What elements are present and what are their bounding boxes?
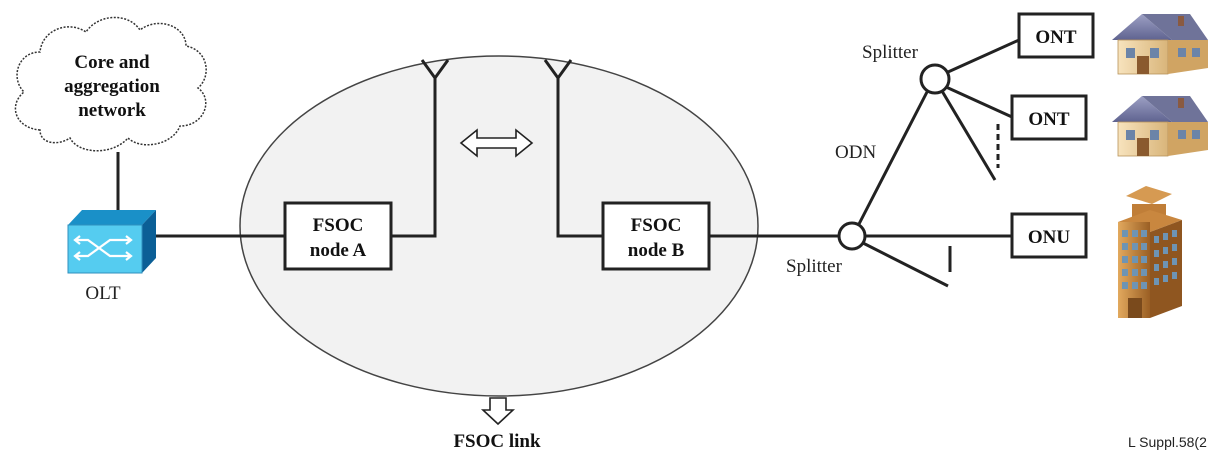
ont-2-box bbox=[1010, 94, 1088, 141]
node-a-box bbox=[283, 201, 393, 271]
onu: ONU bbox=[1010, 212, 1088, 259]
node-a-line1: FSOC bbox=[313, 215, 364, 236]
ont-2: ONT bbox=[1010, 94, 1088, 141]
splitter-bottom-label: Splitter bbox=[786, 256, 843, 277]
onu-box bbox=[1010, 212, 1088, 259]
fsoc-node-a: FSOC node A bbox=[283, 201, 393, 271]
splitter-bottom: Splitter bbox=[786, 221, 867, 277]
ont-1-label: ONT bbox=[1035, 27, 1077, 48]
node-b-line2: node B bbox=[628, 240, 685, 261]
splitter-top-branch bbox=[940, 90, 997, 181]
splitter-top-label: Splitter bbox=[862, 42, 919, 63]
node-b-line1: FSOC bbox=[631, 215, 682, 236]
ont-1-box bbox=[1017, 12, 1095, 59]
house-icon bbox=[1112, 14, 1208, 75]
node-a-antenna bbox=[391, 59, 450, 238]
bidirectional-arrow bbox=[459, 128, 534, 158]
fsoc-node-b: FSOC node B bbox=[601, 201, 711, 271]
olt-label: OLT bbox=[85, 283, 121, 304]
odn-trunk bbox=[857, 91, 929, 225]
onu-label: ONU bbox=[1028, 227, 1071, 248]
splitter-ont2-link bbox=[945, 85, 1013, 119]
fsoc-link-pointer-arrow bbox=[480, 397, 516, 426]
cloud-text-line3: network bbox=[78, 100, 146, 121]
odn-label: ODN bbox=[835, 142, 876, 163]
ont-1: ONT bbox=[1017, 12, 1095, 59]
olt-side-face bbox=[142, 210, 156, 273]
node-b-antenna bbox=[543, 59, 603, 238]
house-icon bbox=[1112, 96, 1208, 157]
fsoc-link-ellipse bbox=[239, 55, 759, 397]
splitter-top-circle bbox=[919, 63, 951, 95]
splitter-top: Splitter bbox=[862, 42, 951, 95]
cloud-text-line2: aggregation bbox=[64, 76, 160, 97]
ont-2-label: ONT bbox=[1028, 109, 1070, 130]
splitter-ont1-link bbox=[947, 38, 1020, 74]
splitter-bottom-circle bbox=[837, 221, 867, 251]
cloud-text-line1: Core and bbox=[74, 52, 150, 73]
core-network-cloud: Core and aggregation network bbox=[14, 16, 207, 152]
node-a-line2: node A bbox=[310, 240, 367, 261]
olt-front-face bbox=[67, 224, 143, 274]
splitter-bottom-branch bbox=[862, 241, 949, 288]
olt-top-face bbox=[68, 210, 156, 225]
figure-id-label: L Suppl.58(2 bbox=[1128, 434, 1207, 450]
office-building-icon bbox=[1118, 186, 1182, 318]
olt-switch: OLT bbox=[67, 210, 156, 304]
switch-icon bbox=[73, 235, 133, 261]
node-b-box bbox=[601, 201, 711, 271]
fsoc-link-label: FSOC link bbox=[453, 431, 541, 452]
